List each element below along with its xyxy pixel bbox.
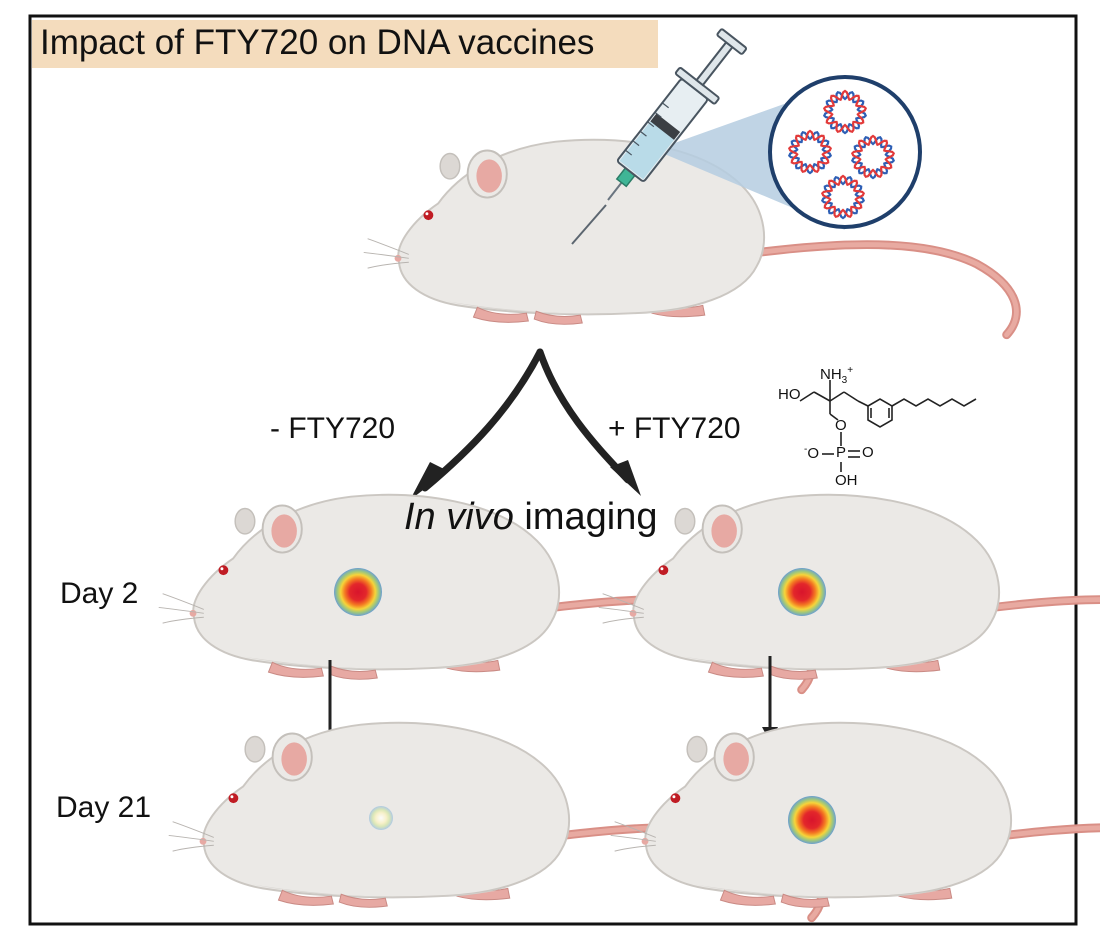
signal-minus-day2: [334, 568, 382, 616]
day-21-label: Day 21: [56, 791, 152, 824]
chem-o-minus: -: [804, 444, 808, 455]
in-vivo-italic: In vivo: [404, 496, 514, 538]
imaging-word: imaging: [524, 496, 658, 538]
figure-title: Impact of FTY720 on DNA vaccines: [40, 23, 595, 62]
mouse-plus-day2: [599, 495, 1100, 690]
chem-p: P: [836, 444, 847, 461]
minus-fty720-label: - FTY720: [270, 412, 396, 445]
plasmid-ring-icon: [850, 134, 896, 180]
chem-o-left-letter: O: [807, 445, 820, 462]
syringe-icon: [607, 28, 748, 201]
title-banner: [32, 20, 658, 68]
figure-frame: [28, 14, 1078, 926]
chem-nh3-sup: +: [847, 365, 854, 376]
chem-ho: HO: [778, 386, 801, 403]
needle-tip: [571, 204, 607, 245]
chem-o-top: O: [835, 417, 847, 434]
plasmid-ring-icon: [820, 174, 866, 220]
fty720-structure: [799, 380, 977, 472]
plasmid-ring-icon: [787, 129, 833, 175]
signal-minus-day21: [369, 806, 393, 830]
signal-plus-day2: [778, 568, 826, 616]
chem-o-right: O: [862, 444, 874, 461]
chem-o-left: -O: [804, 444, 819, 462]
chem-nh: NH: [820, 366, 842, 383]
mouse-plus-day21: [611, 723, 1100, 918]
in-vivo-imaging-label: In vivo imaging: [404, 496, 657, 539]
chem-oh: OH: [835, 472, 858, 489]
plasmid-zoom-circle: [768, 75, 922, 229]
split-arrows: [410, 348, 641, 500]
chem-nh3: NH3+: [820, 365, 853, 386]
plus-fty720-label: + FTY720: [608, 412, 741, 445]
signal-plus-day21: [788, 796, 836, 844]
day-2-label: Day 2: [60, 577, 139, 610]
plasmid-ring-icon: [822, 89, 868, 135]
chem-nh3-sub: 3: [841, 375, 848, 386]
